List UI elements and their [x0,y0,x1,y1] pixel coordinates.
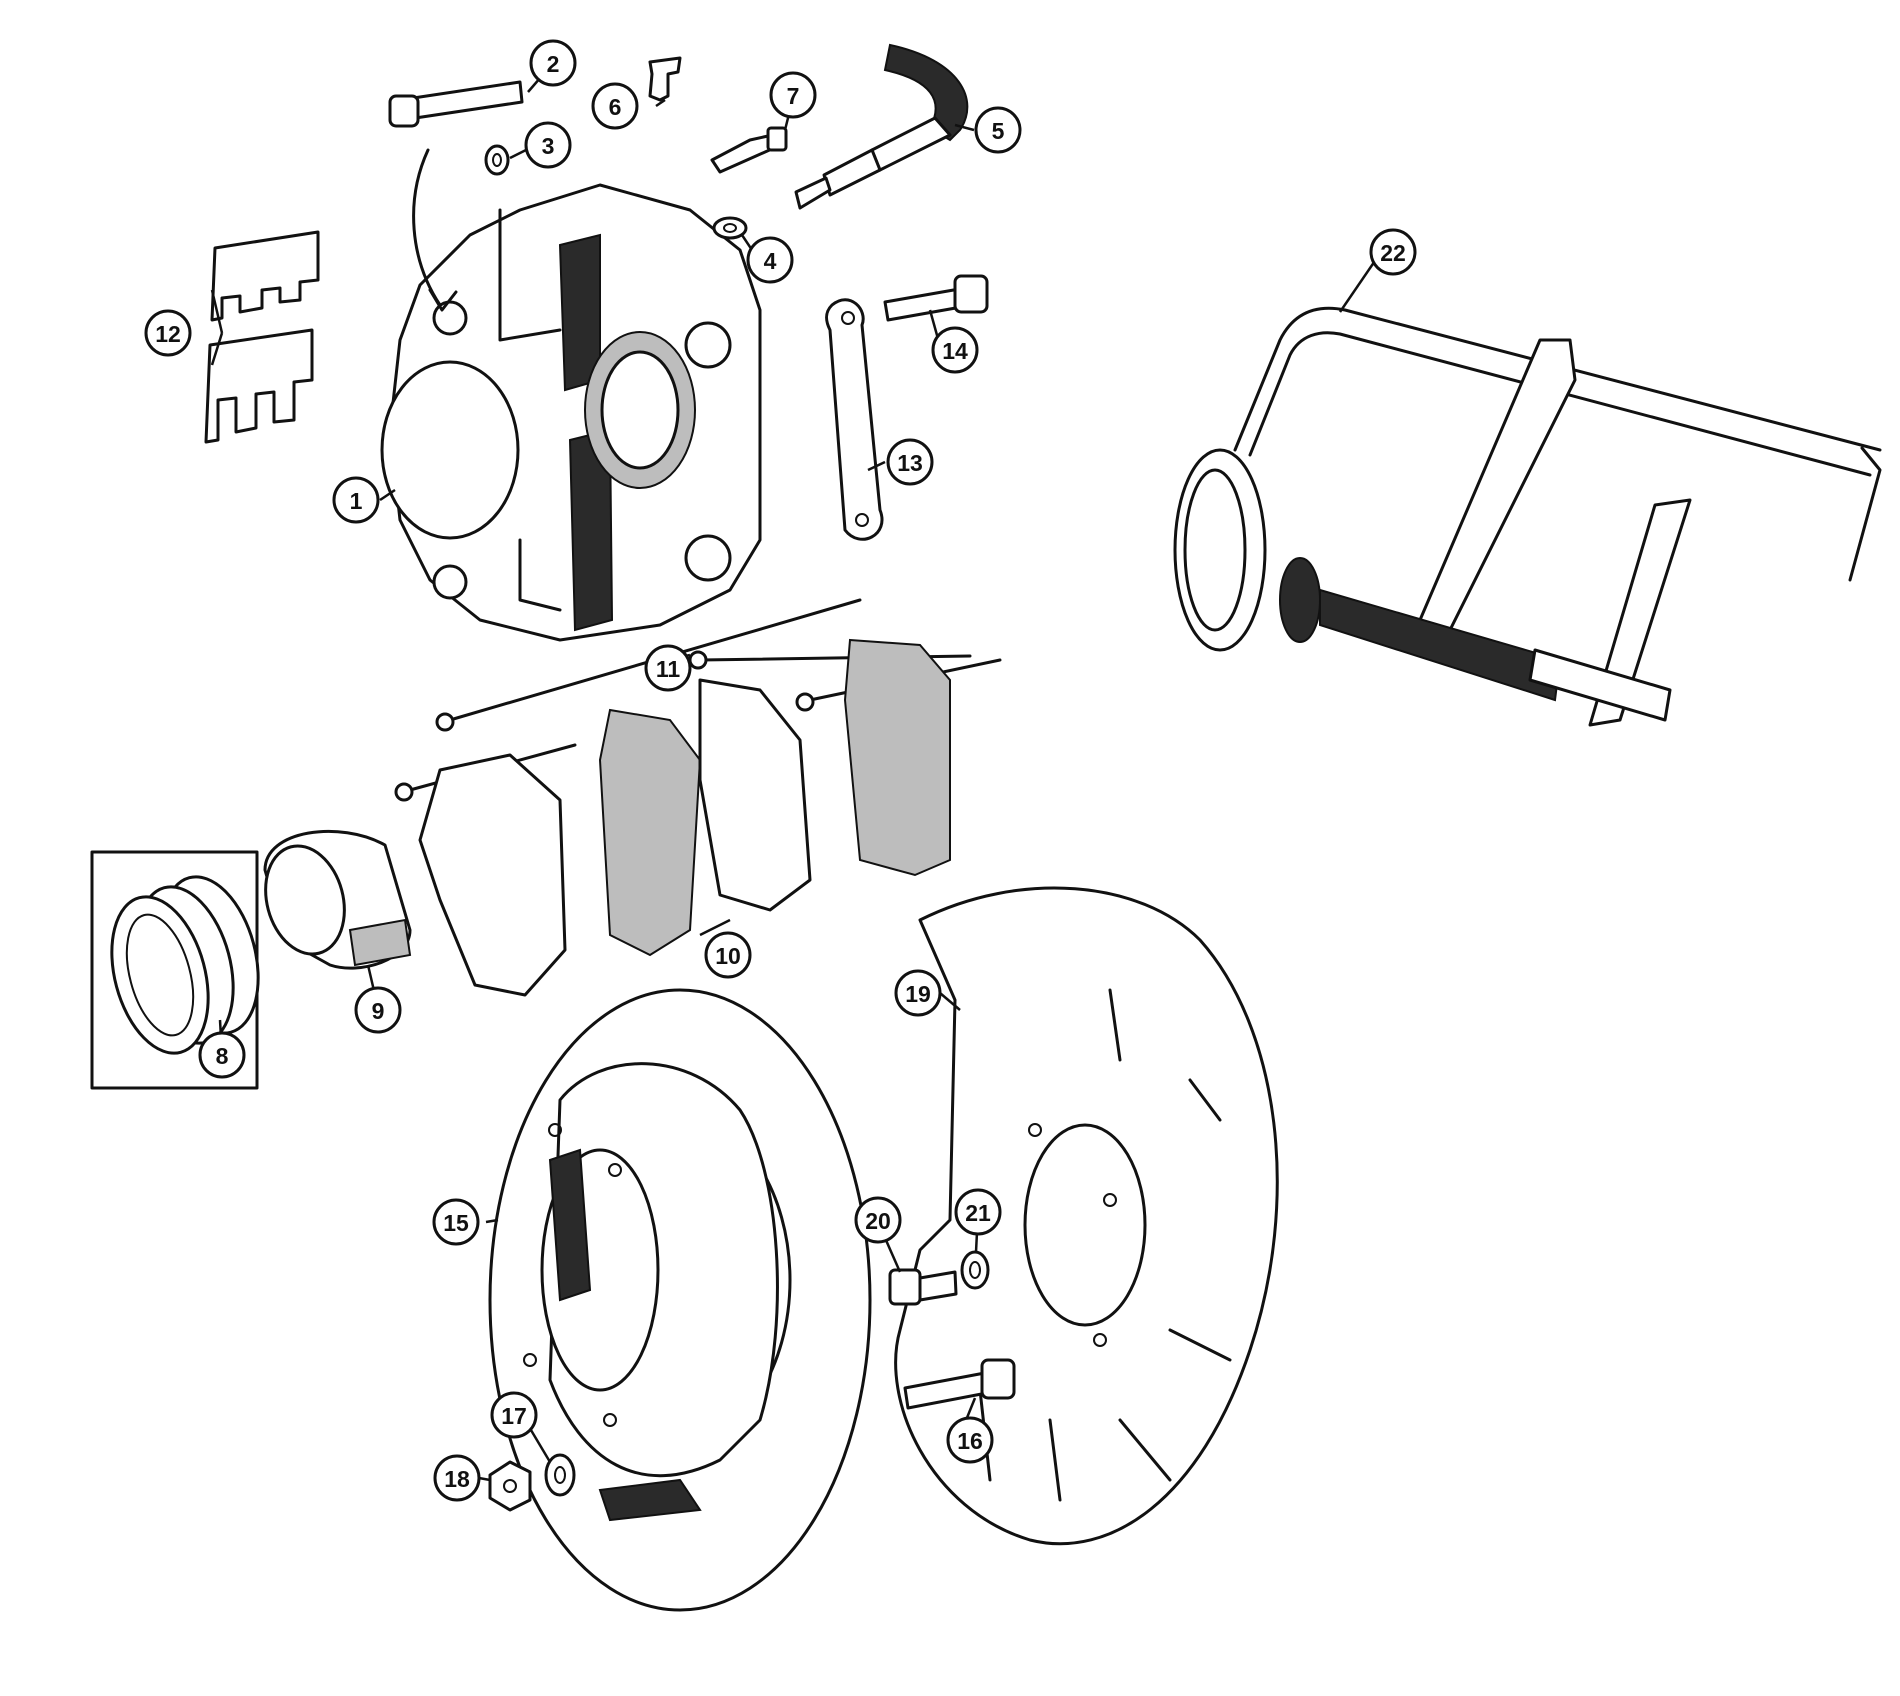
svg-text:1: 1 [350,488,363,514]
svg-text:10: 10 [715,943,741,969]
part-disc-bolt [903,1358,1016,1410]
svg-text:4: 4 [764,248,777,274]
svg-text:16: 16 [957,1428,983,1454]
part-bleed-screw [710,126,788,174]
part-brake-hose [794,43,969,210]
svg-text:11: 11 [656,656,681,682]
callout-18: 18 [433,1454,481,1502]
part-piston-seal [90,850,260,1090]
svg-text:7: 7 [787,83,800,109]
svg-text:18: 18 [444,1466,470,1492]
callout-10: 10 [704,931,752,979]
svg-text:12: 12 [155,321,181,347]
callout-7: 7 [769,71,817,119]
callout-15: 15 [432,1198,480,1246]
svg-text:5: 5 [992,118,1005,144]
callout-2: 2 [529,39,577,87]
callouts: 1 2 3 4 5 6 7 8 [144,39,1417,1502]
svg-text:14: 14 [942,338,968,364]
callout-14: 14 [931,326,979,374]
part-bleed-cap [648,56,682,102]
part-disc-washer [544,1453,576,1497]
callout-17: 17 [490,1391,538,1439]
part-caliper-bolt [388,80,524,312]
callout-12: 12 [144,309,192,357]
svg-text:19: 19 [905,981,931,1007]
svg-text:2: 2 [547,51,560,77]
svg-text:9: 9 [372,998,385,1024]
part-brake-disc [488,988,872,1612]
svg-text:3: 3 [542,133,555,159]
part-shield-washer [960,1250,990,1290]
callout-16: 16 [946,1416,994,1464]
callout-20: 20 [854,1196,902,1244]
part-disc-nut [488,1460,532,1512]
part-link-plate [825,298,884,541]
part-sealing-washer [712,216,748,240]
svg-text:20: 20 [865,1208,891,1234]
callout-3: 3 [524,121,572,169]
part-caliper-body [380,183,762,642]
callout-21: 21 [954,1188,1002,1236]
callout-13: 13 [886,438,934,486]
callout-6: 6 [591,82,639,130]
callout-5: 5 [974,106,1022,154]
svg-text:21: 21 [965,1200,991,1226]
callout-4: 4 [746,236,794,284]
callout-1: 1 [332,476,380,524]
callout-8: 8 [198,1031,246,1079]
svg-text:15: 15 [443,1210,469,1236]
svg-text:8: 8 [216,1043,229,1069]
svg-text:6: 6 [609,94,622,120]
callout-19: 19 [894,969,942,1017]
part-shield-bolt [888,1268,958,1306]
part-anti-rattle-springs [204,230,320,444]
part-brake-pads [418,638,951,997]
callout-9: 9 [354,986,402,1034]
callout-11: 11 [644,644,692,692]
part-piston [263,829,412,970]
svg-text:13: 13 [897,450,923,476]
callout-22: 22 [1369,228,1417,276]
part-piston-clamp-tool [1173,306,1882,727]
svg-text:17: 17 [501,1403,527,1429]
svg-text:22: 22 [1380,240,1406,266]
part-bracket-bolt [883,274,989,322]
part-washer [484,144,510,176]
